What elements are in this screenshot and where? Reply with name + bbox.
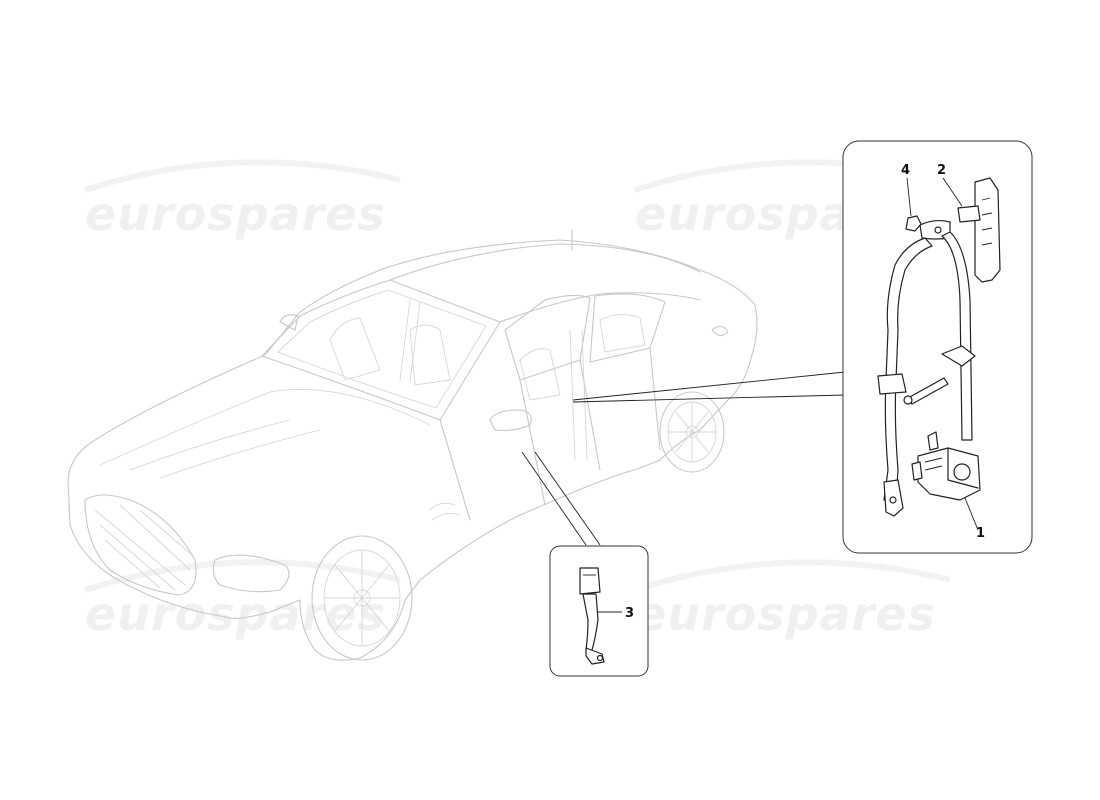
detail-box-buckle: 3: [549, 545, 649, 677]
callout-1: 1: [976, 526, 985, 541]
rear-wheel: [659, 391, 725, 473]
watermark-group: eurospares eurospares eurospares eurospa…: [84, 159, 951, 641]
car-illustration: [67, 229, 758, 661]
watermark-text: eurospares: [85, 587, 386, 641]
headlight: [212, 554, 290, 593]
watermark-text: eurospares: [635, 587, 936, 641]
car-body-outline: [67, 239, 758, 661]
windshield-frame: [261, 279, 501, 421]
leader-to-box-1: [572, 371, 846, 401]
front-wheel: [311, 535, 413, 661]
height-adjuster-part: [974, 177, 1001, 283]
callout-2: 2: [937, 163, 946, 178]
rear-side-window: [589, 293, 666, 363]
leader-lines: [521, 371, 846, 546]
side-mirror: [489, 409, 532, 431]
front-grille: [84, 494, 197, 596]
callout-3: 3: [625, 606, 634, 621]
watermark-text: eurospares: [85, 187, 386, 241]
buckle-part: [579, 567, 601, 595]
front-side-window: [504, 294, 591, 381]
watermark-bottom-left: eurospares: [84, 559, 401, 641]
nut-part: [905, 215, 922, 232]
watermark-bottom-right: eurospares: [634, 559, 951, 641]
detail-box-retractor: 1 2 4: [842, 140, 1033, 554]
leader-to-box-2: [521, 451, 587, 546]
watermark-top-left: eurospares: [84, 159, 401, 241]
callout-4: 4: [901, 163, 910, 178]
